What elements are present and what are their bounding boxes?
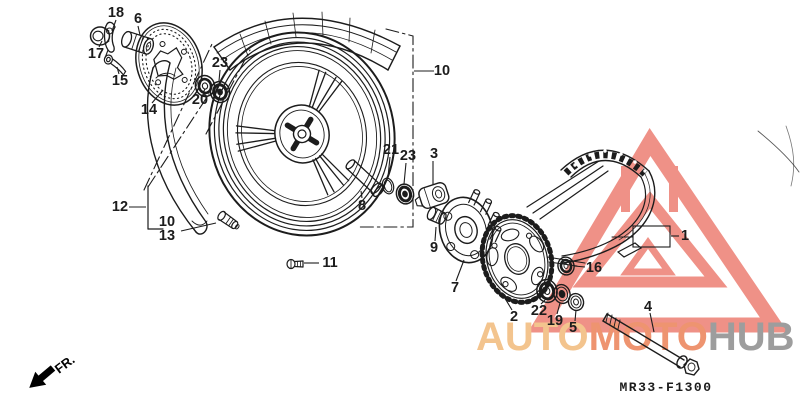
part-label-18: 18 (108, 5, 124, 21)
bearing-22 (536, 278, 558, 304)
part-label-3: 3 (430, 146, 438, 162)
part-label-4: 4 (644, 299, 652, 315)
part-label-13: 13 (159, 228, 175, 244)
bearing-23-right (395, 183, 415, 205)
swingarm-edge-2 (785, 125, 795, 187)
leader-line (434, 226, 437, 242)
chain-rollers (573, 149, 647, 173)
part-label-21: 21 (383, 142, 399, 158)
part-label-10: 10 (434, 63, 450, 79)
leader-line (111, 19, 117, 32)
part-label-23: 23 (212, 55, 228, 71)
part-label-8: 8 (358, 198, 366, 214)
diagram-code: MR33-F1300 (619, 380, 712, 395)
brake-disc-drawing (135, 22, 203, 106)
leader-line (151, 89, 164, 104)
axle-nut-5 (567, 292, 585, 312)
part-label-12: 12 (112, 199, 128, 215)
brand-auto: AUTO (476, 315, 589, 359)
dust-seal-19 (553, 283, 571, 305)
part-label-15: 15 (112, 73, 128, 89)
fr-direction-arrow: FR. (29, 352, 78, 388)
brand-hub: HUB (708, 315, 795, 359)
chain-label-bracket (611, 225, 671, 258)
o-ring-21 (381, 177, 395, 195)
leader-line (573, 265, 586, 268)
part-label-9: 9 (430, 240, 438, 256)
part-label-23: 23 (400, 148, 416, 164)
chain-adjuster-3 (414, 182, 450, 209)
part-label-17: 17 (88, 46, 104, 62)
part-label-5: 5 (569, 320, 577, 336)
wheel-hub (274, 104, 330, 164)
leader-line (387, 156, 391, 178)
leader-line (137, 25, 141, 36)
bracket-12 (147, 185, 164, 230)
leader-line (505, 299, 513, 311)
part-label-2: 2 (510, 309, 518, 325)
part-label-19: 19 (547, 313, 563, 329)
arrow-icon (29, 365, 56, 388)
swingarm-edge (757, 130, 800, 173)
part-label-1: 1 (681, 228, 689, 244)
driven-sprocket-2 (479, 213, 555, 305)
group-brackets (143, 28, 414, 228)
part-label-20: 20 (192, 92, 208, 108)
valve-stem-13 (217, 210, 240, 230)
leader-line (116, 66, 120, 75)
part-label-10: 10 (159, 214, 175, 230)
wheel-spokes (235, 69, 350, 196)
leader-line (98, 40, 103, 48)
part-label-11: 11 (322, 255, 337, 271)
leader-line (202, 88, 206, 94)
tire-left-section (146, 60, 209, 235)
watermark-brand-text: AUTOMOTOHUB (476, 315, 795, 359)
side-collar-6 (120, 30, 155, 55)
tire-top-section (213, 11, 401, 71)
part-label-14: 14 (141, 102, 157, 118)
leader-line (556, 302, 561, 315)
leader-line (649, 312, 655, 333)
rim-weight-11 (286, 258, 304, 270)
leader-line (360, 190, 363, 199)
rear-axle-4 (602, 312, 700, 376)
part-label-6: 6 (134, 11, 142, 27)
brand-moto: MOTO (589, 315, 708, 359)
leader-line (540, 299, 546, 305)
leader-line (218, 69, 221, 82)
leader-line (455, 259, 465, 282)
fr-label: FR. (52, 352, 78, 377)
axle-sleeve-8 (345, 159, 385, 198)
line-art (89, 11, 800, 376)
part-label-16: 16 (586, 260, 602, 276)
leader-line (403, 162, 407, 185)
triangle-logo-icon (527, 128, 789, 333)
leader-line (180, 222, 217, 232)
automotohub-watermark: AUTOMOTOHUB (476, 128, 795, 359)
drive-chain-drawing (526, 149, 656, 267)
leader-line (574, 309, 577, 322)
part-label-22: 22 (531, 303, 547, 319)
part-label-7: 7 (451, 280, 459, 296)
